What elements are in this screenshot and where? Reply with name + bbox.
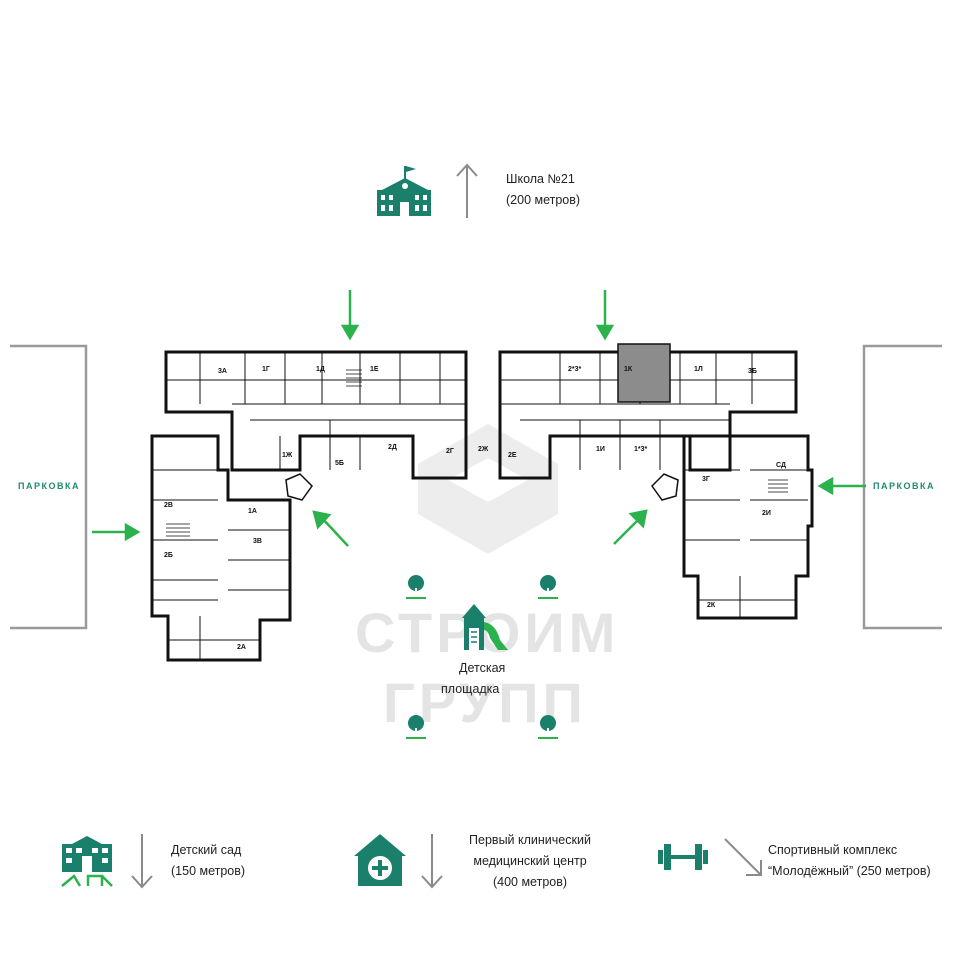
arrow-up-icon <box>456 163 478 218</box>
apt-label-2e: 2Е <box>508 452 517 459</box>
clinic-label: Первый клинический медицинский центр (40… <box>462 830 598 893</box>
sport-distance: “Молодёжный” (250 метров) <box>768 864 931 878</box>
sport-label: Спортивный комплекс “Молодёжный” (250 ме… <box>768 840 931 882</box>
clinic-line2: медицинский центр <box>473 854 587 868</box>
kindergarten-icon <box>61 836 113 887</box>
playground-icon <box>462 604 508 650</box>
apt-label-1i: 1И <box>596 446 605 453</box>
playground-line2: площадка <box>441 682 500 696</box>
watermark-logo <box>418 424 558 554</box>
sport-name: Спортивный комплекс <box>768 843 898 857</box>
apt-label-2v: 2В <box>164 502 173 509</box>
apt-label-3g: 3Г <box>702 476 710 483</box>
apt-label-2g: 2Г <box>446 448 454 455</box>
tree-icon <box>538 715 558 739</box>
kindergarten-label: Детский сад (150 метров) <box>171 840 245 882</box>
apt-label-3b: 3Б <box>748 368 757 375</box>
arrow-down-icon <box>421 834 443 889</box>
arrow-down-icon <box>131 834 153 889</box>
parking-left-bracket <box>10 344 88 630</box>
apt-label-1a: 1А <box>248 508 257 515</box>
apt-label-3v: 3В <box>253 538 262 545</box>
kindergarten-name: Детский сад <box>171 843 242 857</box>
apt-label-1l: 1Л <box>694 366 703 373</box>
apt-label-1g: 1Г <box>262 366 270 373</box>
arrow-diagonal-icon <box>724 838 762 876</box>
clinic-icon <box>354 834 406 886</box>
kindergarten-distance: (150 метров) <box>171 864 246 878</box>
clinic-distance: (400 метров) <box>492 875 568 889</box>
apt-label-2k: 2К <box>707 602 716 609</box>
apt-label-1d: 1Д <box>316 366 325 373</box>
apt-label-2i: 2И <box>762 510 771 517</box>
playground-line1: Детская <box>459 661 506 675</box>
watermark-line1: СТРОИМ <box>355 601 620 664</box>
apt-label-3a: 3А <box>218 368 227 375</box>
tree-icon <box>538 575 558 599</box>
tree-icon <box>406 715 426 739</box>
apt-label-2b: 2Б <box>164 552 173 559</box>
apt-label-2d: 2Д <box>388 444 397 451</box>
school-label: Школа №21 (200 метров) <box>506 169 580 211</box>
apt-label-2a: 2А <box>237 644 246 651</box>
school-distance: (200 метров) <box>506 193 581 207</box>
apt-label-1e: 1Е <box>370 366 379 373</box>
apt-label-sd: СД <box>776 462 786 469</box>
apt-label-1k: 1К <box>624 366 633 373</box>
parking-right-label: ПАРКОВКА <box>873 481 935 491</box>
dumbbell-icon <box>658 844 708 870</box>
apt-label-5b: 5Б <box>335 460 344 467</box>
clinic-line1: Первый клинический <box>469 833 591 847</box>
apt-label-1-3: 1*3* <box>634 446 648 453</box>
school-name: Школа №21 <box>506 172 575 186</box>
apt-label-2-3: 2*3* <box>568 366 582 373</box>
tree-icon <box>406 575 426 599</box>
parking-left-label: ПАРКОВКА <box>18 481 80 491</box>
apt-label-2zh: 2Ж <box>478 446 489 453</box>
playground-label: Детская площадка <box>441 658 506 700</box>
school-icon <box>377 166 431 216</box>
apt-label-1zh: 1Ж <box>282 452 293 459</box>
